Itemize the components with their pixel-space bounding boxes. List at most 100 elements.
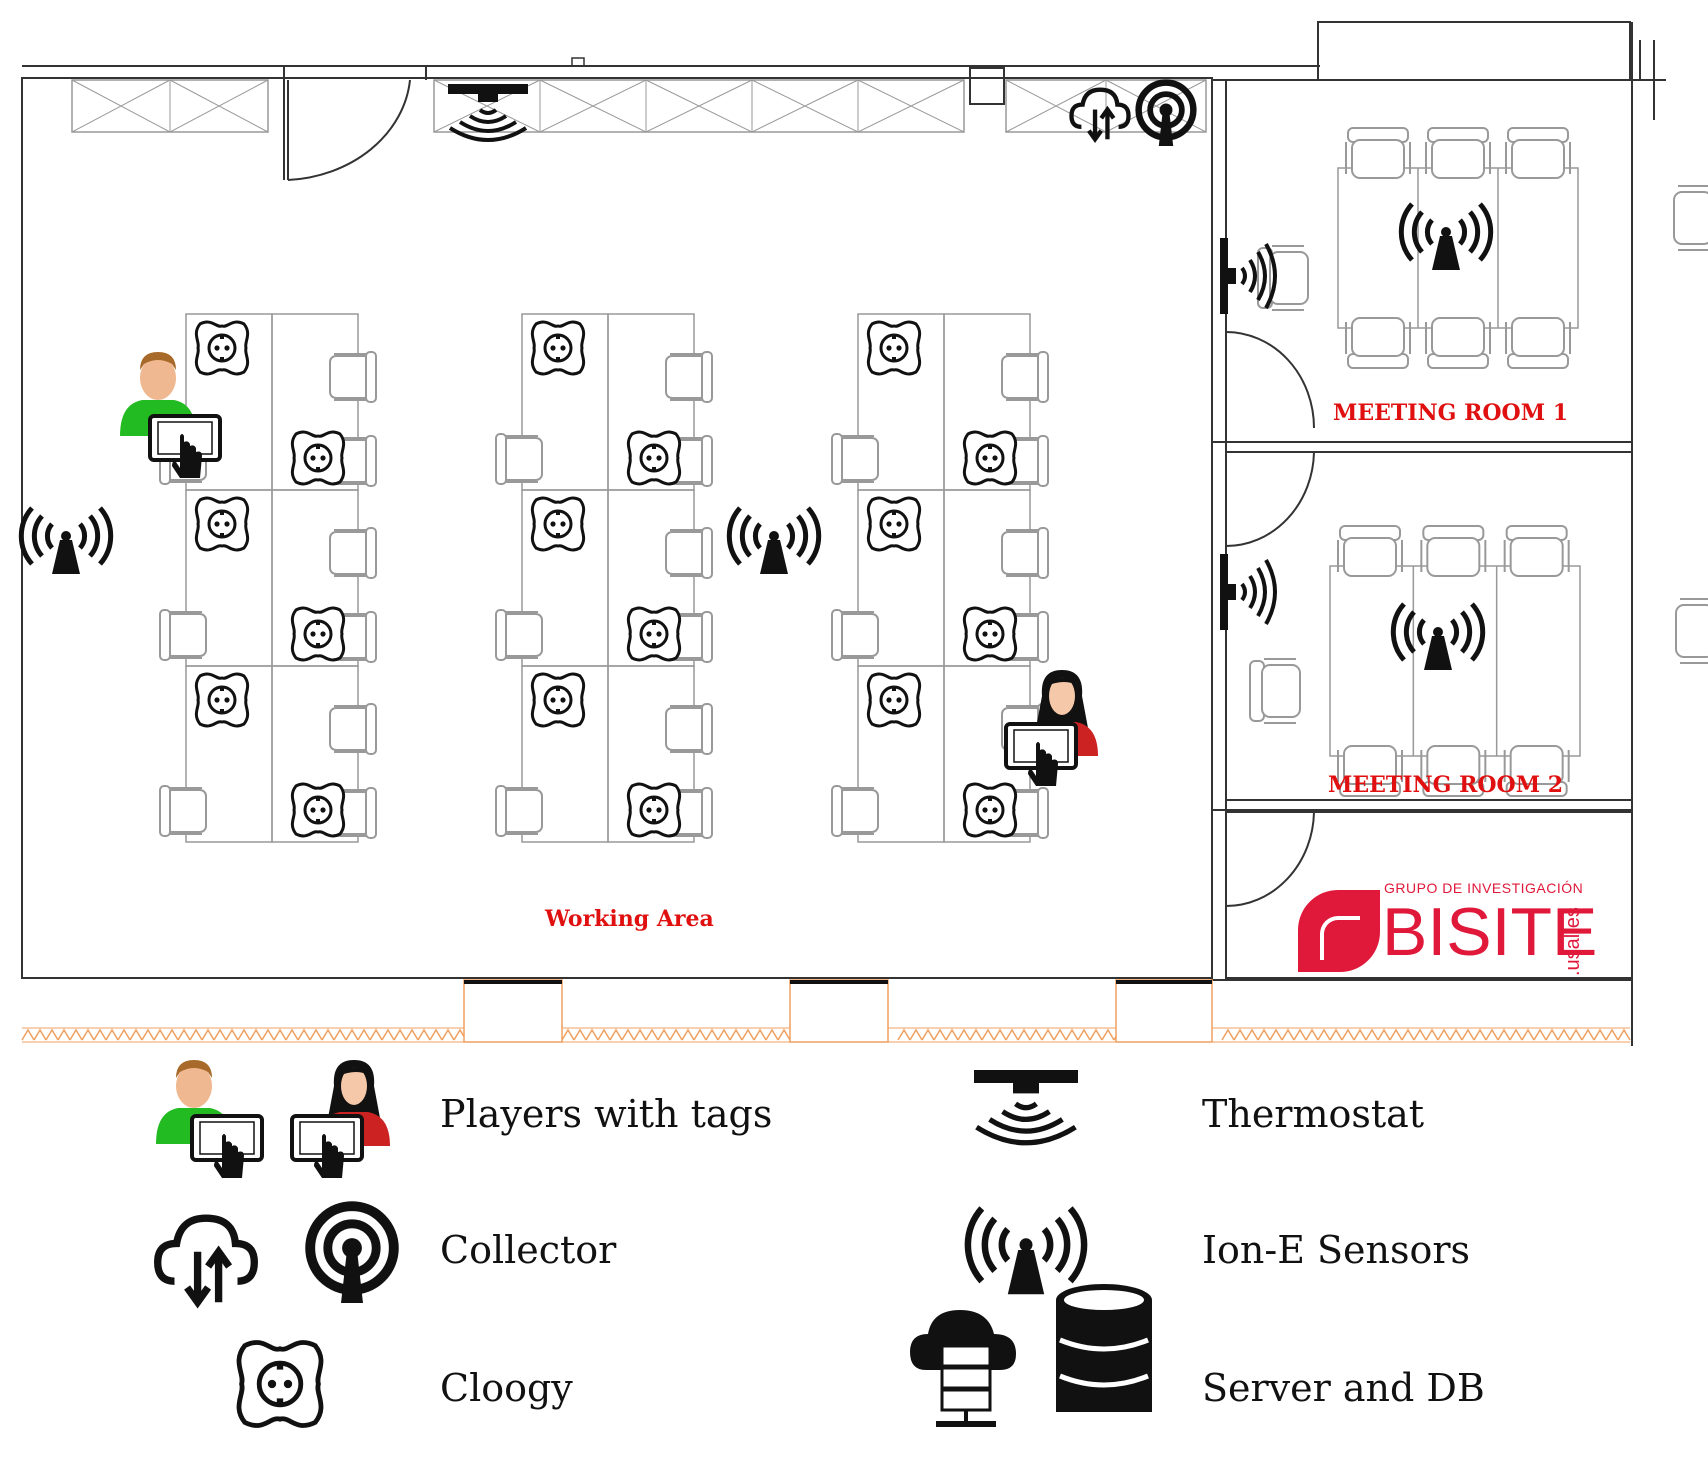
meeting-room-2-label: MEETING ROOM 2 xyxy=(1328,772,1564,798)
window-zigzag xyxy=(249,1028,263,1041)
window-zigzag xyxy=(189,1028,203,1041)
window-zigzag xyxy=(717,1028,731,1041)
cloogy-socket-icon xyxy=(290,782,346,838)
small-box xyxy=(571,57,585,67)
window-zigzag xyxy=(1545,1028,1559,1041)
cloogy-socket-icon xyxy=(290,430,346,486)
window-bay xyxy=(1115,979,1213,1043)
office-chair xyxy=(665,527,713,579)
database-body xyxy=(1056,1300,1152,1412)
window-zigzag xyxy=(21,1028,35,1041)
door-swing xyxy=(287,79,411,181)
legend-thermostat-text: Thermostat xyxy=(1202,1092,1425,1136)
window-zigzag xyxy=(741,1028,755,1041)
window-zigzag xyxy=(981,1028,995,1041)
meeting-chair xyxy=(1505,127,1571,179)
window-zigzag xyxy=(261,1028,275,1041)
window-zigzag xyxy=(405,1028,419,1041)
window-zigzag xyxy=(273,1028,287,1041)
legend-cloud-sync-icon xyxy=(158,1218,255,1302)
logo-mark-inner xyxy=(1320,916,1360,960)
legend-cloogy-text: Cloogy xyxy=(440,1366,573,1410)
window-zigzag xyxy=(1041,1028,1055,1041)
window-zigzag xyxy=(1077,1028,1091,1041)
window-zigzag xyxy=(381,1028,395,1041)
meeting-chair xyxy=(1420,525,1487,577)
office-chair xyxy=(665,351,713,403)
office-chair xyxy=(329,527,377,579)
window-zigzag xyxy=(165,1028,179,1041)
window-zigzag xyxy=(1053,1028,1067,1041)
window-zigzag xyxy=(1593,1028,1607,1041)
office-room xyxy=(1225,811,1633,979)
window-zigzag xyxy=(357,1028,371,1041)
window-zigzag xyxy=(921,1028,935,1041)
top-window xyxy=(433,79,965,133)
wireless-sensor-icon xyxy=(21,508,110,574)
window-zigzag xyxy=(33,1028,47,1041)
desk xyxy=(607,665,695,843)
window-zigzag xyxy=(693,1028,707,1041)
meeting-chair xyxy=(1345,317,1411,369)
cloogy-socket-icon xyxy=(626,430,682,486)
tablet-icon xyxy=(1004,722,1078,788)
window-zigzag xyxy=(1449,1028,1463,1041)
cloogy-socket-icon xyxy=(866,320,922,376)
cloogy-socket-icon xyxy=(866,496,922,552)
cloogy-socket-icon xyxy=(962,782,1018,838)
window-zigzag xyxy=(117,1028,131,1041)
window-zigzag xyxy=(1401,1028,1415,1041)
window-zigzag xyxy=(753,1028,767,1041)
window-zigzag xyxy=(561,1028,575,1041)
meeting-table xyxy=(1329,565,1581,757)
office-chair xyxy=(495,609,543,661)
window-zigzag xyxy=(1521,1028,1535,1041)
cloogy-socket-icon xyxy=(530,320,586,376)
legend-tablet-icon xyxy=(290,1114,364,1180)
window-zigzag xyxy=(201,1028,215,1041)
meeting-chair xyxy=(1345,127,1411,179)
window-zigzag xyxy=(1281,1028,1295,1041)
office-chair xyxy=(159,785,207,837)
window-zigzag xyxy=(1485,1028,1499,1041)
window-zigzag xyxy=(177,1028,191,1041)
logo-domain: .usal.es xyxy=(1562,907,1584,976)
office-chair xyxy=(329,351,377,403)
window-zigzag xyxy=(765,1028,779,1041)
window-zigzag xyxy=(81,1028,95,1041)
meeting-chair xyxy=(1673,185,1708,251)
office-chair xyxy=(831,785,879,837)
window-zigzag xyxy=(1581,1028,1595,1041)
window-zigzag xyxy=(1317,1028,1331,1041)
office-chair xyxy=(329,703,377,755)
cloogy-socket-icon xyxy=(194,320,250,376)
window-zigzag xyxy=(1461,1028,1475,1041)
server-unit xyxy=(940,1366,992,1390)
window-zigzag xyxy=(441,1028,455,1041)
database-band xyxy=(1059,1337,1149,1352)
window-zigzag xyxy=(681,1028,695,1041)
office-chair xyxy=(831,609,879,661)
window-zigzag xyxy=(729,1028,743,1041)
broadcast-antenna-icon xyxy=(1139,83,1194,146)
meeting-chair xyxy=(1675,598,1708,664)
window-zigzag xyxy=(657,1028,671,1041)
window-zigzag xyxy=(393,1028,407,1041)
wireless-sensor-icon xyxy=(1401,204,1490,270)
window-zigzag xyxy=(993,1028,1007,1041)
legend-thermostat-icon xyxy=(974,1070,1078,1143)
meeting-chair xyxy=(1425,127,1491,179)
window-zigzag xyxy=(1305,1028,1319,1041)
thermostat-icon xyxy=(1218,236,1277,316)
window-zigzag xyxy=(1353,1028,1367,1041)
window-zigzag xyxy=(285,1028,299,1041)
meeting-chair xyxy=(1249,658,1301,724)
window-zigzag xyxy=(609,1028,623,1041)
meeting-chair xyxy=(1425,317,1491,369)
legend-players-text: Players with tags xyxy=(440,1092,773,1136)
bisite-logo: GRUPO DE INVESTIGACIÓN BISITE .usal.es xyxy=(1298,880,1620,976)
window-zigzag xyxy=(1605,1028,1619,1041)
window-zigzag xyxy=(909,1028,923,1041)
window-cross xyxy=(1105,79,1207,133)
window-zigzag xyxy=(345,1028,359,1041)
